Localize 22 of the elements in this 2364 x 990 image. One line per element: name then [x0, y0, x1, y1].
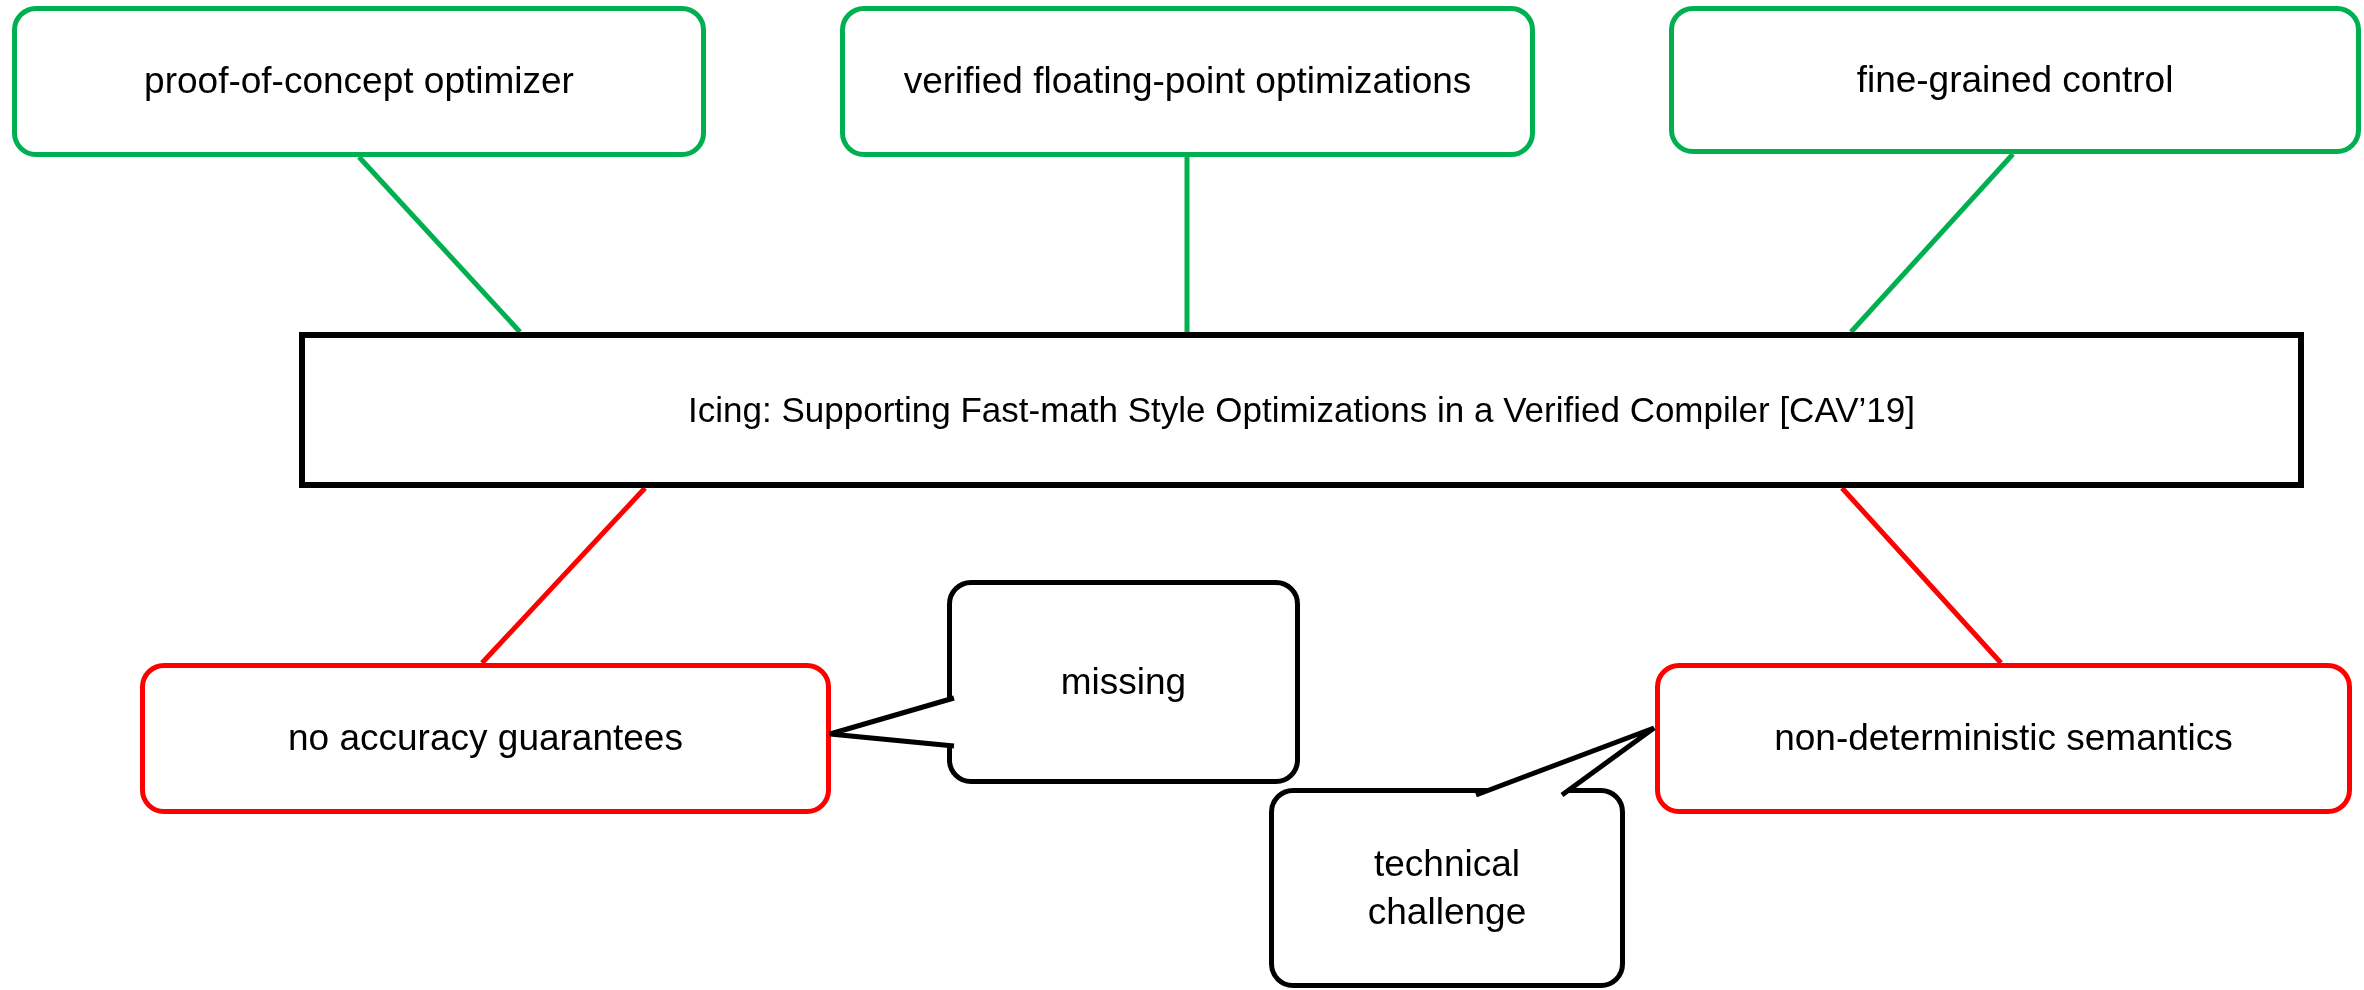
connector-line	[1840, 486, 2003, 665]
connector-line	[480, 486, 647, 665]
speech-bubble	[947, 580, 1300, 784]
connector-line	[1849, 152, 2015, 334]
topic-box	[840, 6, 1535, 157]
node-text: no accuracy guarantees	[288, 716, 683, 761]
node-text: technical challenge	[1366, 841, 1528, 934]
topic-box	[140, 663, 831, 814]
node-text: fine-grained control	[1856, 57, 2174, 102]
title-box	[299, 332, 2304, 488]
topic-box	[1655, 663, 2352, 814]
connector-line	[357, 155, 522, 334]
connector-line	[1184, 157, 1190, 332]
topic-box	[1669, 6, 2361, 154]
callout-tail	[1473, 725, 1657, 798]
callout-tail	[827, 694, 957, 749]
node-text: Icing: Supporting Fast-math Style Optimizations in a Verified Compiler [CAV’19]	[688, 389, 1915, 432]
node-text: non-deterministic semantics	[1774, 716, 2233, 761]
node-text: verified floating-point optimizations	[903, 59, 1472, 104]
node-text: proof-of-concept optimizer	[144, 59, 574, 104]
node-text: missing	[1060, 659, 1187, 704]
topic-box	[12, 6, 706, 157]
